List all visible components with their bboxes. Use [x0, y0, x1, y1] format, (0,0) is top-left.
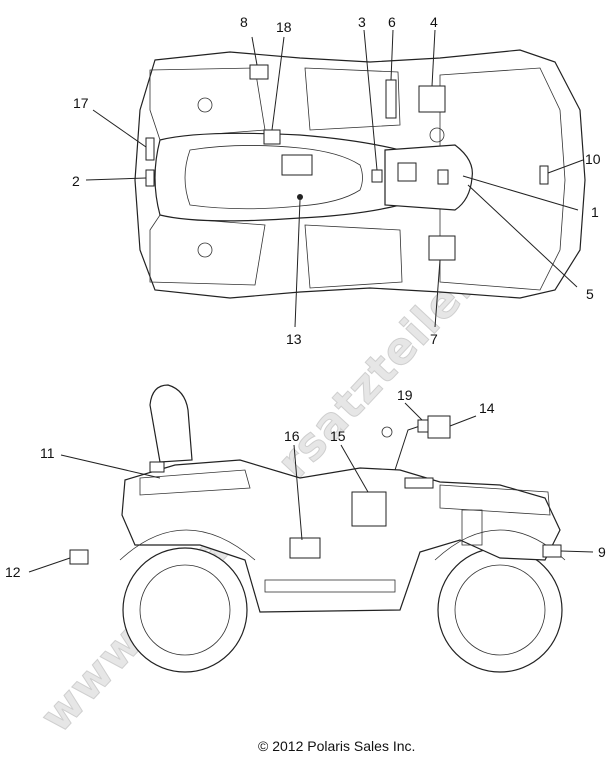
callout-labels: 1 2 3 4 5 6 7 8 9 10 11 12 13 14 15 16 1…	[5, 14, 606, 580]
callout-6: 6	[388, 14, 396, 30]
callout-1: 1	[591, 204, 599, 220]
top-view-decals	[145, 64, 549, 261]
top-view-leaders	[85, 29, 584, 328]
callout-18: 18	[276, 19, 292, 35]
side-view-vehicle	[119, 384, 566, 673]
callout-2: 2	[72, 173, 80, 189]
callout-15: 15	[330, 428, 346, 444]
callout-10: 10	[585, 151, 601, 167]
callout-8: 8	[240, 14, 248, 30]
callout-13: 13	[286, 331, 302, 347]
callout-7: 7	[430, 331, 438, 347]
callout-14: 14	[479, 400, 495, 416]
side-view-leaders	[28, 402, 594, 573]
callout-9: 9	[598, 544, 606, 560]
callout-17: 17	[73, 95, 89, 111]
top-view-vehicle	[134, 49, 586, 299]
side-view-decals	[69, 415, 562, 565]
callout-16: 16	[284, 428, 300, 444]
callout-5: 5	[586, 286, 594, 302]
copyright-text: © 2012 Polaris Sales Inc.	[258, 738, 415, 754]
callout-12: 12	[5, 564, 21, 580]
callout-19: 19	[397, 387, 413, 403]
callout-11: 11	[40, 445, 55, 461]
callout-3: 3	[358, 14, 366, 30]
callout-4: 4	[430, 14, 438, 30]
